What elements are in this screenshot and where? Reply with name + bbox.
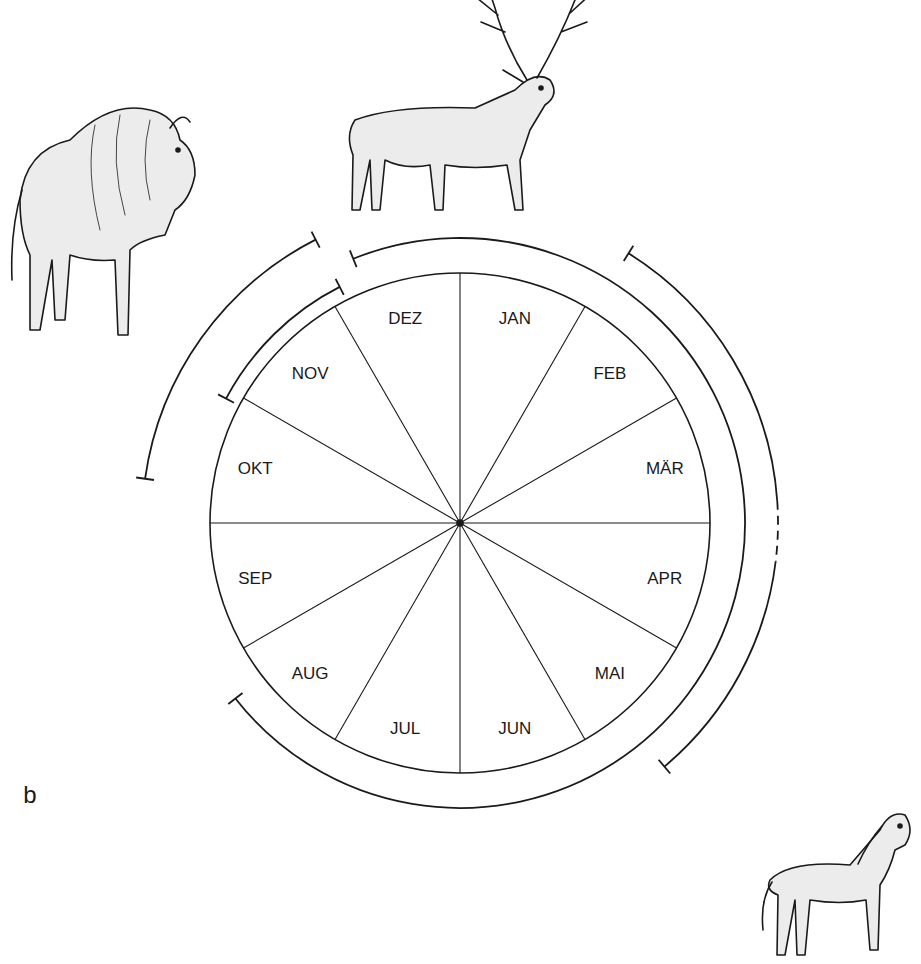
month-divider	[335, 306, 460, 523]
month-circle	[210, 273, 710, 773]
month-divider	[459, 273, 460, 523]
month-label: APR	[647, 569, 682, 586]
range-end-bar	[336, 279, 344, 295]
range-end-bar	[312, 232, 320, 248]
bison-figure	[12, 108, 195, 335]
month-label: NOV	[292, 365, 329, 382]
month-label: SEP	[238, 569, 272, 586]
month-label: JAN	[499, 310, 531, 327]
range-end-bar	[624, 246, 634, 261]
month-divider	[460, 306, 585, 523]
month-divider	[460, 523, 677, 648]
month-divider	[459, 523, 460, 773]
season-range-arc	[629, 253, 778, 500]
month-divider	[460, 398, 677, 523]
month-divider	[460, 523, 585, 740]
month-divider	[335, 523, 460, 740]
range-end-bar	[218, 394, 234, 402]
reindeer-figure	[349, 0, 593, 210]
month-label: DEZ	[388, 310, 422, 327]
season-range-arc	[226, 287, 340, 399]
month-label: AUG	[292, 664, 329, 681]
month-divider	[460, 522, 710, 523]
season-range-arc	[235, 238, 745, 808]
season-range-arc	[776, 501, 778, 562]
panel-letter: b	[23, 783, 36, 807]
month-label: JUN	[498, 719, 531, 736]
range-end-bar	[659, 760, 671, 774]
center-dot	[457, 520, 463, 526]
month-label: FEB	[593, 365, 626, 382]
month-divider	[210, 522, 460, 523]
month-label: OKT	[238, 460, 273, 477]
month-label: MÄR	[646, 460, 684, 477]
season-range-arc	[664, 562, 775, 767]
range-end-bar	[228, 693, 242, 704]
month-divider	[243, 523, 460, 648]
season-range-arc	[145, 240, 316, 479]
range-end-bar	[136, 477, 154, 480]
month-label: JUL	[390, 719, 420, 736]
range-end-bar	[350, 250, 357, 267]
month-label: MAI	[595, 664, 625, 681]
horse-figure	[762, 814, 910, 955]
month-divider	[243, 398, 460, 523]
